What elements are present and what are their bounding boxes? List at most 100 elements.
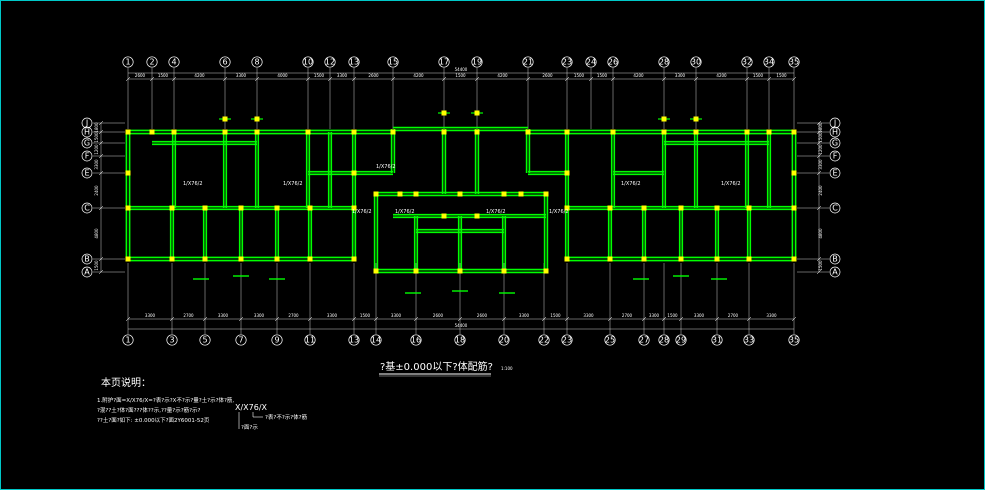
dimension-tick bbox=[641, 316, 647, 322]
top-axis-bubble bbox=[348, 56, 360, 68]
dimension-tick bbox=[746, 316, 752, 322]
top-axis-bubble bbox=[741, 56, 753, 68]
column-marker bbox=[373, 268, 379, 274]
column-marker bbox=[441, 129, 447, 135]
dimension-tick bbox=[610, 76, 616, 82]
left-axis-label: E bbox=[84, 169, 89, 178]
dimension-label: 2700 bbox=[622, 313, 633, 318]
dimension-tick bbox=[98, 153, 104, 159]
total-dimension-label: 54400 bbox=[455, 323, 468, 328]
dimension-tick bbox=[816, 153, 822, 159]
column-marker bbox=[222, 116, 228, 122]
column-marker bbox=[238, 256, 244, 262]
right-axis-bubble bbox=[829, 150, 841, 162]
structural-columns bbox=[125, 110, 797, 274]
right-axis-bubble bbox=[829, 253, 841, 265]
column-marker bbox=[501, 191, 507, 197]
dimension-tick bbox=[816, 170, 822, 176]
dimension-tick bbox=[98, 120, 104, 126]
column-marker bbox=[351, 256, 357, 262]
side-dimension-label: 1500 bbox=[818, 260, 823, 271]
dimension-label: 3300 bbox=[337, 73, 348, 78]
top-axis-label: 4 bbox=[171, 58, 176, 67]
dimension-label: 1500 bbox=[667, 313, 678, 318]
column-marker bbox=[746, 205, 752, 211]
dimension-label: 3300 bbox=[254, 313, 265, 318]
top-axis-label: 30 bbox=[691, 58, 701, 67]
top-axis-bubble bbox=[788, 56, 800, 68]
column-marker bbox=[714, 256, 720, 262]
column-marker bbox=[171, 129, 177, 135]
dimension-tick bbox=[274, 316, 280, 322]
column-marker bbox=[413, 191, 419, 197]
column-marker bbox=[125, 256, 131, 262]
column-marker bbox=[274, 256, 280, 262]
bottom-axis-label: 35 bbox=[789, 336, 799, 345]
side-dimension-label: 1200 bbox=[94, 144, 99, 155]
column-marker bbox=[661, 129, 667, 135]
bottom-axis-bubble bbox=[410, 334, 422, 346]
left-axis-bubble bbox=[81, 126, 93, 138]
column-marker bbox=[169, 256, 175, 262]
top-axis-bubble bbox=[607, 56, 619, 68]
bottom-axis-label: 16 bbox=[411, 336, 421, 345]
dimension-tick bbox=[457, 316, 463, 322]
left-axis-label: G bbox=[84, 139, 90, 148]
room-label: 1/X76/2 bbox=[283, 181, 303, 187]
dimension-tick bbox=[125, 316, 131, 322]
column-marker bbox=[791, 256, 797, 262]
dimension-tick bbox=[744, 76, 750, 82]
column-marker bbox=[791, 129, 797, 135]
legend-label-1: ?表?不?示?体?筋 bbox=[265, 413, 308, 421]
bottom-axis-label: 18 bbox=[455, 336, 465, 345]
top-axis-label: 21 bbox=[523, 58, 533, 67]
legend-formula: X/X76/X bbox=[235, 403, 268, 412]
top-axis-bubble bbox=[561, 56, 573, 68]
top-axis-label: 15 bbox=[388, 58, 398, 67]
top-axis-label: 28 bbox=[659, 58, 669, 67]
dimension-label: 3300 bbox=[519, 313, 530, 318]
top-axis-bubble bbox=[585, 56, 597, 68]
top-axis-label: 10 bbox=[303, 58, 313, 67]
top-axis-label: 13 bbox=[349, 58, 359, 67]
dimension-tick bbox=[98, 170, 104, 176]
column-marker bbox=[125, 170, 131, 176]
top-axis-label: 12 bbox=[325, 58, 335, 67]
left-axis-label: H bbox=[84, 128, 90, 137]
dimension-label: 1500 bbox=[753, 73, 764, 78]
top-axis-label: 35 bbox=[789, 58, 799, 67]
column-marker bbox=[791, 205, 797, 211]
note-line-3: ??土?面?如下: ±0.000以下?面2Y6001-52页 bbox=[97, 416, 210, 424]
bottom-axis-label: 28 bbox=[659, 336, 669, 345]
wall-outlines bbox=[125, 112, 797, 294]
dimension-tick bbox=[98, 256, 104, 262]
left-axis-bubble bbox=[81, 137, 93, 149]
bottom-axis-bubble bbox=[304, 334, 316, 346]
dimension-tick bbox=[149, 76, 155, 82]
top-axis-label: 19 bbox=[472, 58, 482, 67]
column-marker bbox=[543, 191, 549, 197]
top-axis-bubble bbox=[690, 56, 702, 68]
side-dimension-label: 1800 bbox=[818, 122, 823, 133]
bottom-axis-bubble bbox=[711, 334, 723, 346]
top-axis-bubble bbox=[219, 56, 231, 68]
column-marker bbox=[678, 205, 684, 211]
top-axis-bubble bbox=[471, 56, 483, 68]
column-marker bbox=[474, 129, 480, 135]
top-axis-bubble bbox=[522, 56, 534, 68]
column-marker bbox=[351, 170, 357, 176]
column-marker bbox=[149, 129, 155, 135]
dimension-label: 4200 bbox=[194, 73, 205, 78]
column-marker bbox=[661, 116, 667, 122]
dimension-label: 3300 bbox=[694, 313, 705, 318]
column-marker bbox=[607, 256, 613, 262]
column-marker bbox=[373, 191, 379, 197]
dimension-label: 3300 bbox=[218, 313, 229, 318]
dimension-tick bbox=[373, 316, 379, 322]
column-marker bbox=[518, 191, 524, 197]
dimension-label: 3300 bbox=[236, 73, 247, 78]
bottom-axis-bubble bbox=[348, 334, 360, 346]
dimension-label: 1500 bbox=[574, 73, 585, 78]
